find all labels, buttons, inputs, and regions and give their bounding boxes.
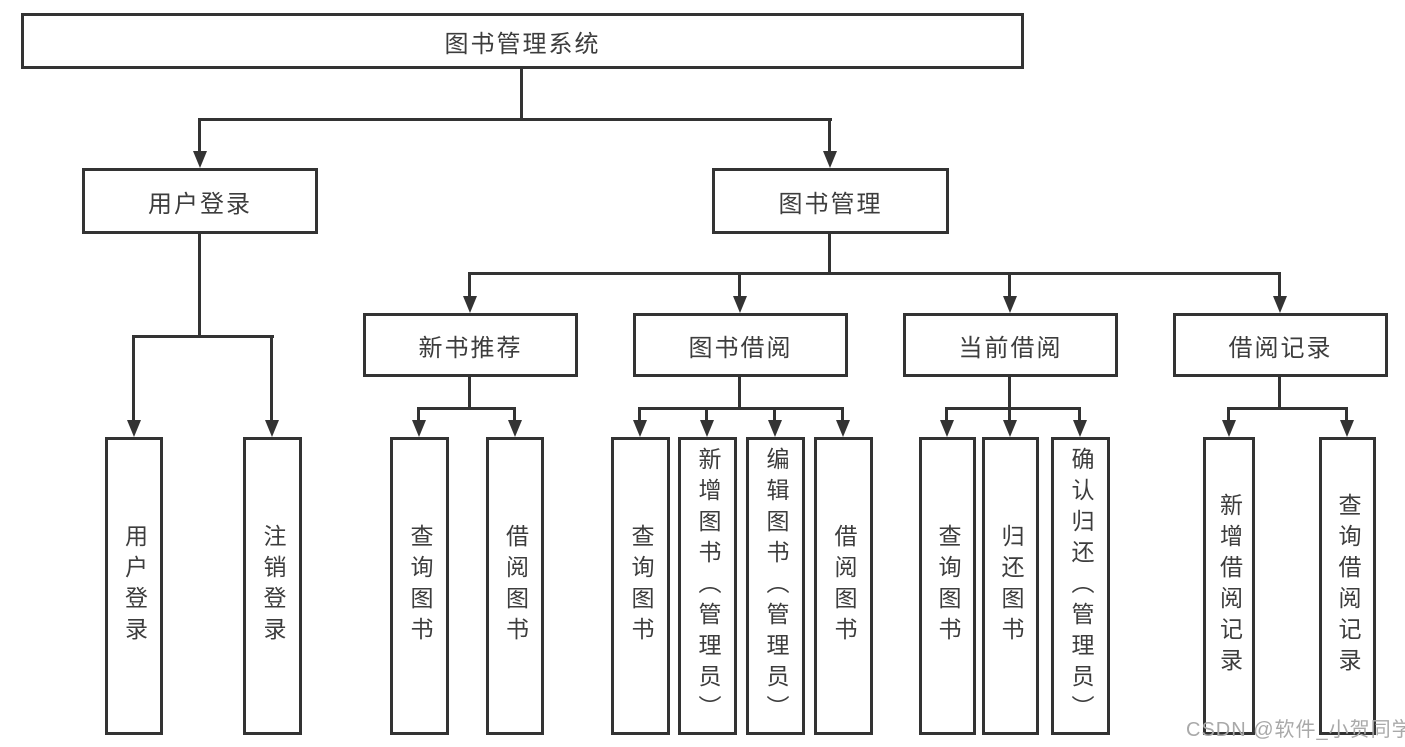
connector-line [270,335,273,421]
leaf-current-query-books-label: 查询图书 [935,524,961,648]
node-root: 图书管理系统 [21,13,1024,69]
leaf-return-books-label: 归还图书 [998,524,1024,648]
node-book-management: 图书管理 [712,168,949,234]
leaf-borrowing-query-books-label: 查询图书 [628,524,654,648]
connector-line [738,377,741,410]
connector-line [132,335,135,421]
arrow-down-icon [127,420,141,437]
node-book-management-label: 图书管理 [778,190,883,218]
connector-line [638,407,641,421]
node-current-borrowing: 当前借阅 [903,313,1118,377]
connector-line [417,407,420,421]
leaf-user-login: 用户登录 [105,437,163,735]
connector-line [1278,377,1281,410]
connector-line [520,69,523,121]
connector-line [828,118,831,152]
connector-line [1345,407,1348,421]
node-root-label: 图书管理系统 [444,30,601,58]
connector-line [1227,407,1230,421]
node-book-borrowing-label: 图书借阅 [688,334,793,362]
connector-line [638,407,844,410]
node-new-book-recommend: 新书推荐 [363,313,578,377]
node-new-book-recommend-label: 新书推荐 [418,334,523,362]
leaf-recommend-query-books-label: 查询图书 [407,524,433,648]
arrow-down-icon [412,420,426,437]
leaf-edit-books-admin-label: 编辑图书（管理员） [763,446,789,726]
arrow-down-icon [733,296,747,313]
connector-line [705,407,708,421]
connector-line [945,407,1081,410]
leaf-edit-books-admin: 编辑图书（管理员） [746,437,805,735]
connector-line [468,377,471,410]
leaf-logout: 注销登录 [243,437,302,735]
connector-line [198,118,201,152]
node-user-login-group: 用户登录 [82,168,318,234]
leaf-borrowing-query-books: 查询图书 [611,437,670,735]
leaf-return-books: 归还图书 [982,437,1039,735]
connector-line [1227,407,1348,410]
leaf-recommend-query-books: 查询图书 [390,437,449,735]
leaf-add-books-admin-label: 新增图书（管理员） [695,446,721,726]
arrow-down-icon [633,420,647,437]
leaf-user-login-label: 用户登录 [121,524,148,648]
connector-line [513,407,516,421]
arrow-down-icon [1340,420,1354,437]
leaf-query-borrow-record: 查询借阅记录 [1319,437,1376,735]
leaf-recommend-borrow-books-label: 借阅图书 [502,524,529,648]
watermark: CSDN @软件_小贺同学 [1186,719,1405,741]
arrow-down-icon [265,420,279,437]
connector-line [468,272,1281,275]
arrow-down-icon [1003,420,1017,437]
leaf-query-borrow-record-label: 查询借阅记录 [1335,493,1361,679]
arrow-down-icon [1222,420,1236,437]
arrow-down-icon [700,420,714,437]
leaf-recommend-borrow-books: 借阅图书 [486,437,544,735]
leaf-confirm-return-admin-label: 确认归还（管理员） [1068,446,1094,726]
arrow-down-icon [836,420,850,437]
arrow-down-icon [1073,420,1087,437]
arrow-down-icon [463,296,477,313]
node-book-borrowing: 图书借阅 [633,313,848,377]
leaf-logout-label: 注销登录 [260,524,286,648]
leaf-confirm-return-admin: 确认归还（管理员） [1051,437,1110,735]
connector-line [945,407,948,421]
arrow-down-icon [508,420,522,437]
connector-line [1008,377,1011,410]
connector-line [417,407,516,410]
connector-line [468,272,471,297]
connector-line [198,234,201,338]
arrow-down-icon [193,151,207,168]
node-current-borrowing-label: 当前借阅 [958,334,1063,362]
arrow-down-icon [1273,296,1287,313]
connector-line [198,118,832,121]
node-user-login-group-label: 用户登录 [148,190,252,218]
connector-line [132,335,274,338]
connector-line [773,407,776,421]
connector-line [841,407,844,421]
leaf-borrowing-borrow-books-label: 借阅图书 [831,524,857,648]
connector-line [1278,272,1281,297]
connector-line [738,272,741,297]
arrow-down-icon [1003,296,1017,313]
connector-line [1008,272,1011,297]
connector-line [1008,407,1011,421]
arrow-down-icon [940,420,954,437]
leaf-add-borrow-record: 新增借阅记录 [1203,437,1255,735]
node-borrow-records: 借阅记录 [1173,313,1388,377]
leaf-borrowing-borrow-books: 借阅图书 [814,437,873,735]
node-borrow-records-label: 借阅记录 [1228,334,1333,362]
leaf-current-query-books: 查询图书 [919,437,976,735]
connector-line [1078,407,1081,421]
arrow-down-icon [823,151,837,168]
arrow-down-icon [768,420,782,437]
leaf-add-books-admin: 新增图书（管理员） [678,437,737,735]
leaf-add-borrow-record-label: 新增借阅记录 [1216,493,1243,679]
connector-line [828,234,831,275]
